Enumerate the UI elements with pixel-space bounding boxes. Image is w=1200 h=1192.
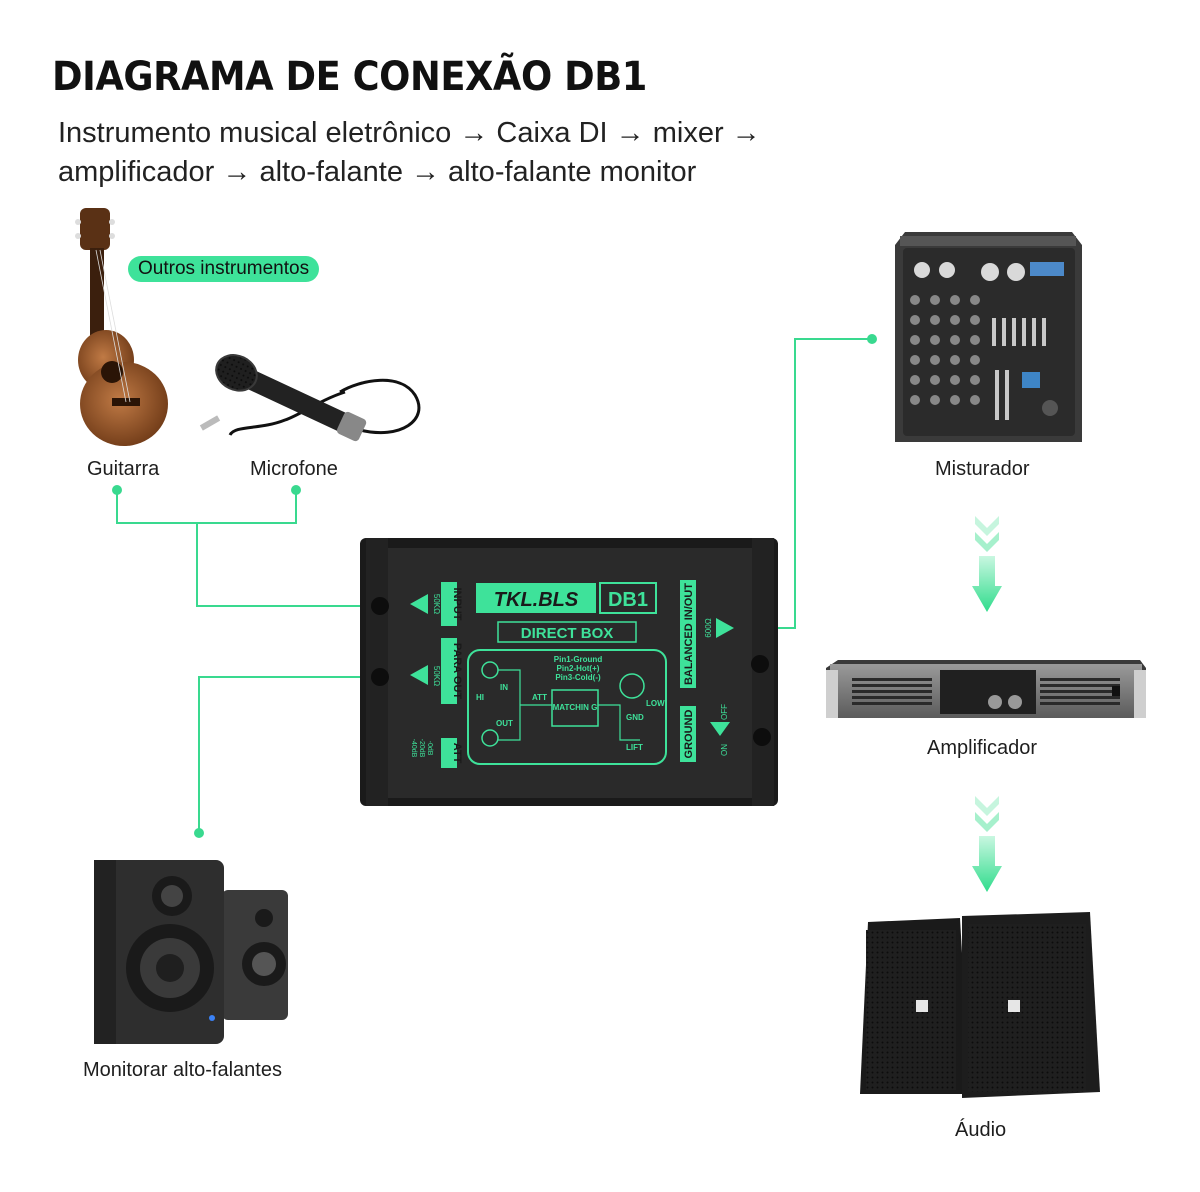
amplifier-label: Amplificador bbox=[927, 737, 1038, 759]
db1-device: TKL.BLS DB1 DIRECT BOX INPUT 50KΩ PARA O… bbox=[360, 538, 778, 806]
svg-text:-40dB: -40dB bbox=[410, 739, 417, 758]
arrow-mixer-to-amp bbox=[972, 516, 1002, 612]
model-text: DB1 bbox=[608, 589, 648, 611]
subtitle-line-1: Instrumento musical eletrônico → Caixa D… bbox=[58, 117, 761, 149]
input-line bbox=[196, 523, 380, 607]
device-name: DIRECT BOX bbox=[521, 625, 614, 642]
amplifier-image bbox=[826, 660, 1146, 718]
microphone-image bbox=[199, 354, 421, 442]
microphone-label: Microfone bbox=[250, 458, 338, 480]
svg-text:MATCHIN G: MATCHIN G bbox=[553, 703, 598, 712]
dot-mixer bbox=[867, 334, 877, 344]
svg-text:LOW: LOW bbox=[646, 699, 665, 708]
arrow-amp-to-speakers bbox=[972, 796, 1002, 892]
svg-text:Pin3-Cold(-): Pin3-Cold(-) bbox=[555, 673, 601, 682]
svg-text:GND: GND bbox=[626, 713, 644, 722]
monitor-speakers-label: Monitorar alto-falantes bbox=[83, 1059, 282, 1081]
dot-microphone bbox=[291, 485, 301, 495]
svg-text:-0dB: -0dB bbox=[426, 741, 433, 756]
svg-text:OUT: OUT bbox=[496, 719, 513, 728]
subtitle: Instrumento musical eletrônico → Caixa D… bbox=[58, 114, 958, 192]
svg-text:50KΩ: 50KΩ bbox=[432, 666, 441, 686]
mixer-label: Misturador bbox=[935, 458, 1030, 480]
svg-text:Pin2-Hot(+): Pin2-Hot(+) bbox=[557, 664, 600, 673]
brand-text: TKL.BLS bbox=[494, 589, 579, 611]
svg-text:ATT: ATT bbox=[451, 743, 463, 764]
svg-text:IN: IN bbox=[500, 683, 508, 692]
svg-text:-20dB: -20dB bbox=[418, 739, 425, 758]
page-title: DIAGRAMA DE CONEXÃO DB1 bbox=[52, 54, 647, 100]
mixer-image bbox=[895, 232, 1082, 442]
connection-dots bbox=[112, 334, 877, 838]
subtitle-line-2: amplificador → alto-falante → alto-falan… bbox=[58, 156, 697, 188]
svg-text:LIFT: LIFT bbox=[626, 743, 643, 752]
svg-text:OFF: OFF bbox=[720, 704, 729, 720]
svg-text:BALANCED IN/OUT: BALANCED IN/OUT bbox=[683, 583, 695, 685]
svg-text:Pin1-Ground: Pin1-Ground bbox=[554, 655, 603, 664]
guitar-line bbox=[116, 490, 297, 524]
monitor-speakers-image bbox=[94, 860, 288, 1044]
brand-badge bbox=[476, 583, 596, 613]
svg-text:GROUND: GROUND bbox=[683, 710, 695, 759]
guitar-label: Guitarra bbox=[87, 458, 160, 480]
monitor-line bbox=[198, 676, 380, 833]
speakers-label: Áudio bbox=[955, 1119, 1007, 1141]
other-instruments-badge: Outros instrumentos bbox=[128, 256, 320, 282]
svg-text:PARA OUT: PARA OUT bbox=[451, 643, 463, 700]
dot-monitor bbox=[194, 828, 204, 838]
svg-text:ATT: ATT bbox=[532, 693, 547, 702]
svg-text:600Ω: 600Ω bbox=[704, 618, 713, 637]
svg-text:ON: ON bbox=[720, 744, 729, 756]
svg-text:INPUT: INPUT bbox=[451, 588, 463, 621]
dot-guitar bbox=[112, 485, 122, 495]
main-speakers-image bbox=[860, 912, 1100, 1098]
svg-text:50KΩ: 50KΩ bbox=[432, 594, 441, 614]
svg-text:HI: HI bbox=[476, 693, 484, 702]
guitar-image bbox=[75, 208, 168, 446]
